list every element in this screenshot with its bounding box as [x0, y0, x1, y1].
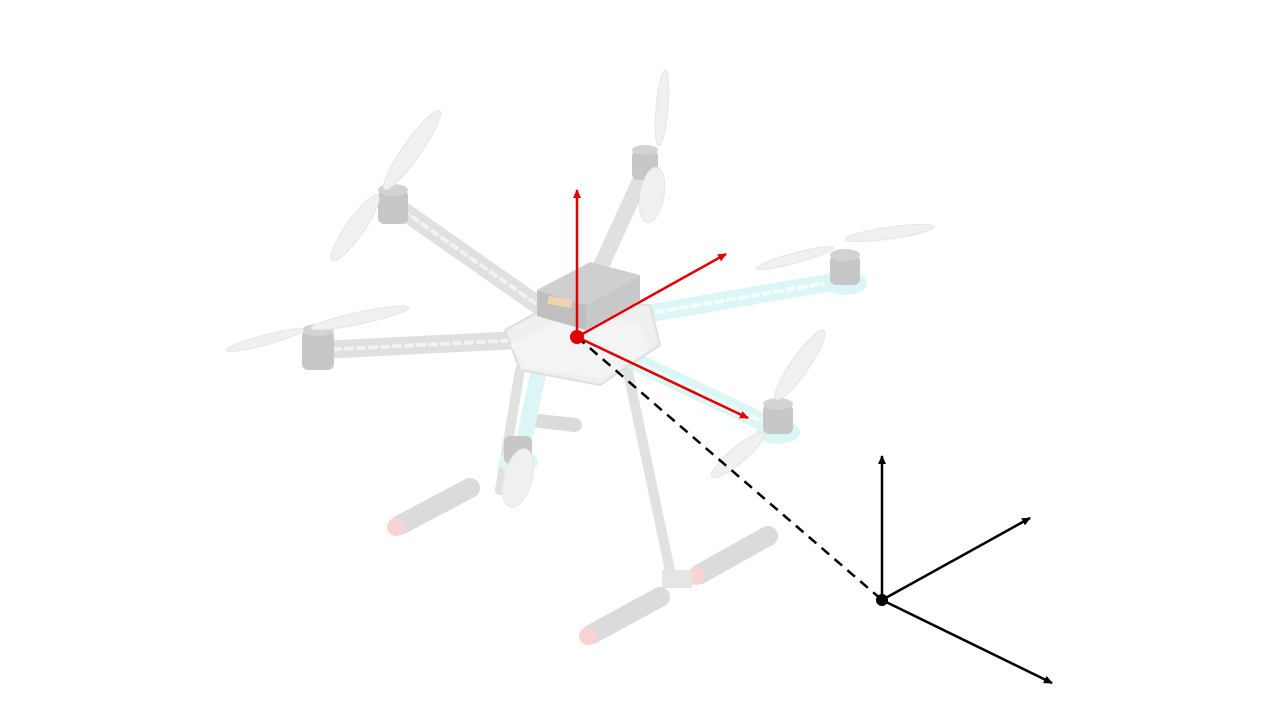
body-x-axis: [576, 252, 727, 339]
motor-rear-left: [378, 184, 408, 224]
propellers: [225, 69, 936, 508]
motor-left: [302, 324, 334, 370]
landing-gear: [387, 365, 778, 645]
hexacopter-drone: [225, 69, 936, 645]
motor-front-right: [756, 398, 800, 444]
body-frame: [570, 189, 749, 420]
world-frame: [876, 455, 1053, 685]
body-y-axis: [576, 335, 749, 420]
flight-controller: [537, 262, 640, 330]
world-frame-origin: [876, 594, 888, 606]
body-frame-origin: [570, 330, 584, 344]
world-x-axis: [881, 516, 1031, 602]
motor-right: [823, 249, 867, 295]
world-y-axis: [881, 598, 1053, 685]
